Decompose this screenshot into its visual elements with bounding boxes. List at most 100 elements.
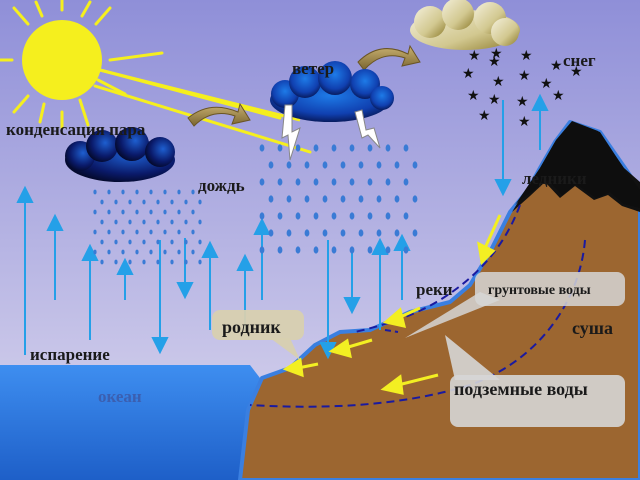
raindrop bbox=[376, 195, 382, 203]
spring-callout bbox=[212, 310, 304, 360]
raindrop bbox=[191, 249, 195, 255]
wind-arrow-right bbox=[357, 44, 421, 71]
raindrop bbox=[295, 178, 301, 186]
raindrop bbox=[385, 144, 391, 152]
label-underground-water: подземные воды bbox=[454, 379, 588, 399]
raindrop bbox=[358, 195, 364, 203]
raindrop bbox=[121, 229, 125, 235]
raindrop bbox=[367, 178, 373, 186]
snowflake-icon: ★ bbox=[468, 48, 481, 64]
raindrop bbox=[114, 239, 118, 245]
raindrop bbox=[198, 219, 202, 225]
raindrop bbox=[259, 178, 265, 186]
raindrop bbox=[170, 239, 174, 245]
raindrop bbox=[184, 219, 188, 225]
raindrop bbox=[259, 212, 265, 220]
raindrop bbox=[277, 144, 283, 152]
raindrop bbox=[177, 229, 181, 235]
raindrop bbox=[403, 144, 409, 152]
raindrop bbox=[191, 209, 195, 215]
raindrop bbox=[313, 144, 319, 152]
label-condensation: конденсация пара bbox=[6, 120, 146, 139]
raindrop bbox=[93, 189, 97, 195]
raindrop bbox=[394, 195, 400, 203]
raindrop bbox=[135, 209, 139, 215]
snowflake-icon: ★ bbox=[467, 88, 480, 104]
raindrop bbox=[331, 246, 337, 254]
raindrop bbox=[403, 212, 409, 220]
raindrop bbox=[121, 249, 125, 255]
raindrop bbox=[394, 161, 400, 169]
raindrop bbox=[376, 161, 382, 169]
rain-drops-small bbox=[93, 189, 202, 265]
raindrop bbox=[114, 219, 118, 225]
snowflake-icon: ★ bbox=[478, 108, 491, 124]
raindrop bbox=[121, 209, 125, 215]
raindrop bbox=[177, 249, 181, 255]
raindrop bbox=[149, 229, 153, 235]
raindrop bbox=[163, 189, 167, 195]
raindrop bbox=[331, 212, 337, 220]
label-glaciers: ледники bbox=[522, 169, 587, 188]
raindrop bbox=[322, 161, 328, 169]
ocean-area bbox=[0, 365, 260, 480]
raindrop bbox=[268, 195, 274, 203]
river-surface-dash bbox=[384, 329, 399, 333]
raindrop bbox=[277, 212, 283, 220]
snowflake-icon: ★ bbox=[540, 76, 553, 92]
raindrop bbox=[385, 212, 391, 220]
snowflake-icon: ★ bbox=[492, 74, 505, 90]
raindrop bbox=[412, 195, 418, 203]
raindrop bbox=[259, 246, 265, 254]
condensation-cloud bbox=[65, 127, 175, 182]
snowflake-icon: ★ bbox=[462, 66, 475, 82]
label-spring: родник bbox=[222, 317, 281, 337]
raindrop bbox=[100, 199, 104, 205]
rain-drops-large bbox=[259, 144, 418, 254]
raindrop bbox=[304, 229, 310, 237]
raindrop bbox=[191, 229, 195, 235]
raindrop bbox=[322, 229, 328, 237]
raindrop bbox=[100, 219, 104, 225]
raindrop bbox=[313, 246, 319, 254]
wind-arrow-left bbox=[187, 102, 251, 127]
raindrop bbox=[149, 189, 153, 195]
snowflake-icon: ★ bbox=[552, 88, 565, 104]
raindrop bbox=[304, 161, 310, 169]
underground-water-callout bbox=[445, 335, 625, 427]
rain-cloud bbox=[270, 61, 394, 122]
label-evaporation: испарение bbox=[30, 345, 110, 364]
raindrop bbox=[114, 199, 118, 205]
raindrop bbox=[259, 144, 265, 152]
raindrop bbox=[349, 246, 355, 254]
raindrop bbox=[170, 199, 174, 205]
raindrop bbox=[277, 246, 283, 254]
surface-flow-arrows bbox=[282, 214, 502, 395]
raindrop bbox=[268, 229, 274, 237]
snowflake-icon: ★ bbox=[516, 94, 529, 110]
raindrop bbox=[107, 189, 111, 195]
raindrop bbox=[128, 259, 132, 265]
raindrop bbox=[170, 259, 174, 265]
snowflake-icon: ★ bbox=[550, 58, 563, 74]
snowflake-icon: ★ bbox=[490, 46, 503, 62]
raindrop bbox=[114, 259, 118, 265]
raindrop bbox=[340, 161, 346, 169]
lightning-icon bbox=[354, 109, 381, 149]
raindrop bbox=[340, 229, 346, 237]
raindrop bbox=[340, 195, 346, 203]
raindrop bbox=[128, 239, 132, 245]
raindrop bbox=[142, 199, 146, 205]
raindrop bbox=[142, 219, 146, 225]
raindrop bbox=[322, 195, 328, 203]
raindrop bbox=[184, 259, 188, 265]
label-wind: ветер bbox=[292, 59, 335, 78]
snowflake-icon: ★ bbox=[488, 92, 501, 108]
precipitation-arrows bbox=[151, 100, 512, 360]
raindrop bbox=[198, 199, 202, 205]
raindrop bbox=[295, 144, 301, 152]
snowflakes: ★★★★★★★★★★★★★★★★ bbox=[462, 46, 583, 130]
raindrop bbox=[135, 189, 139, 195]
raindrop bbox=[403, 178, 409, 186]
